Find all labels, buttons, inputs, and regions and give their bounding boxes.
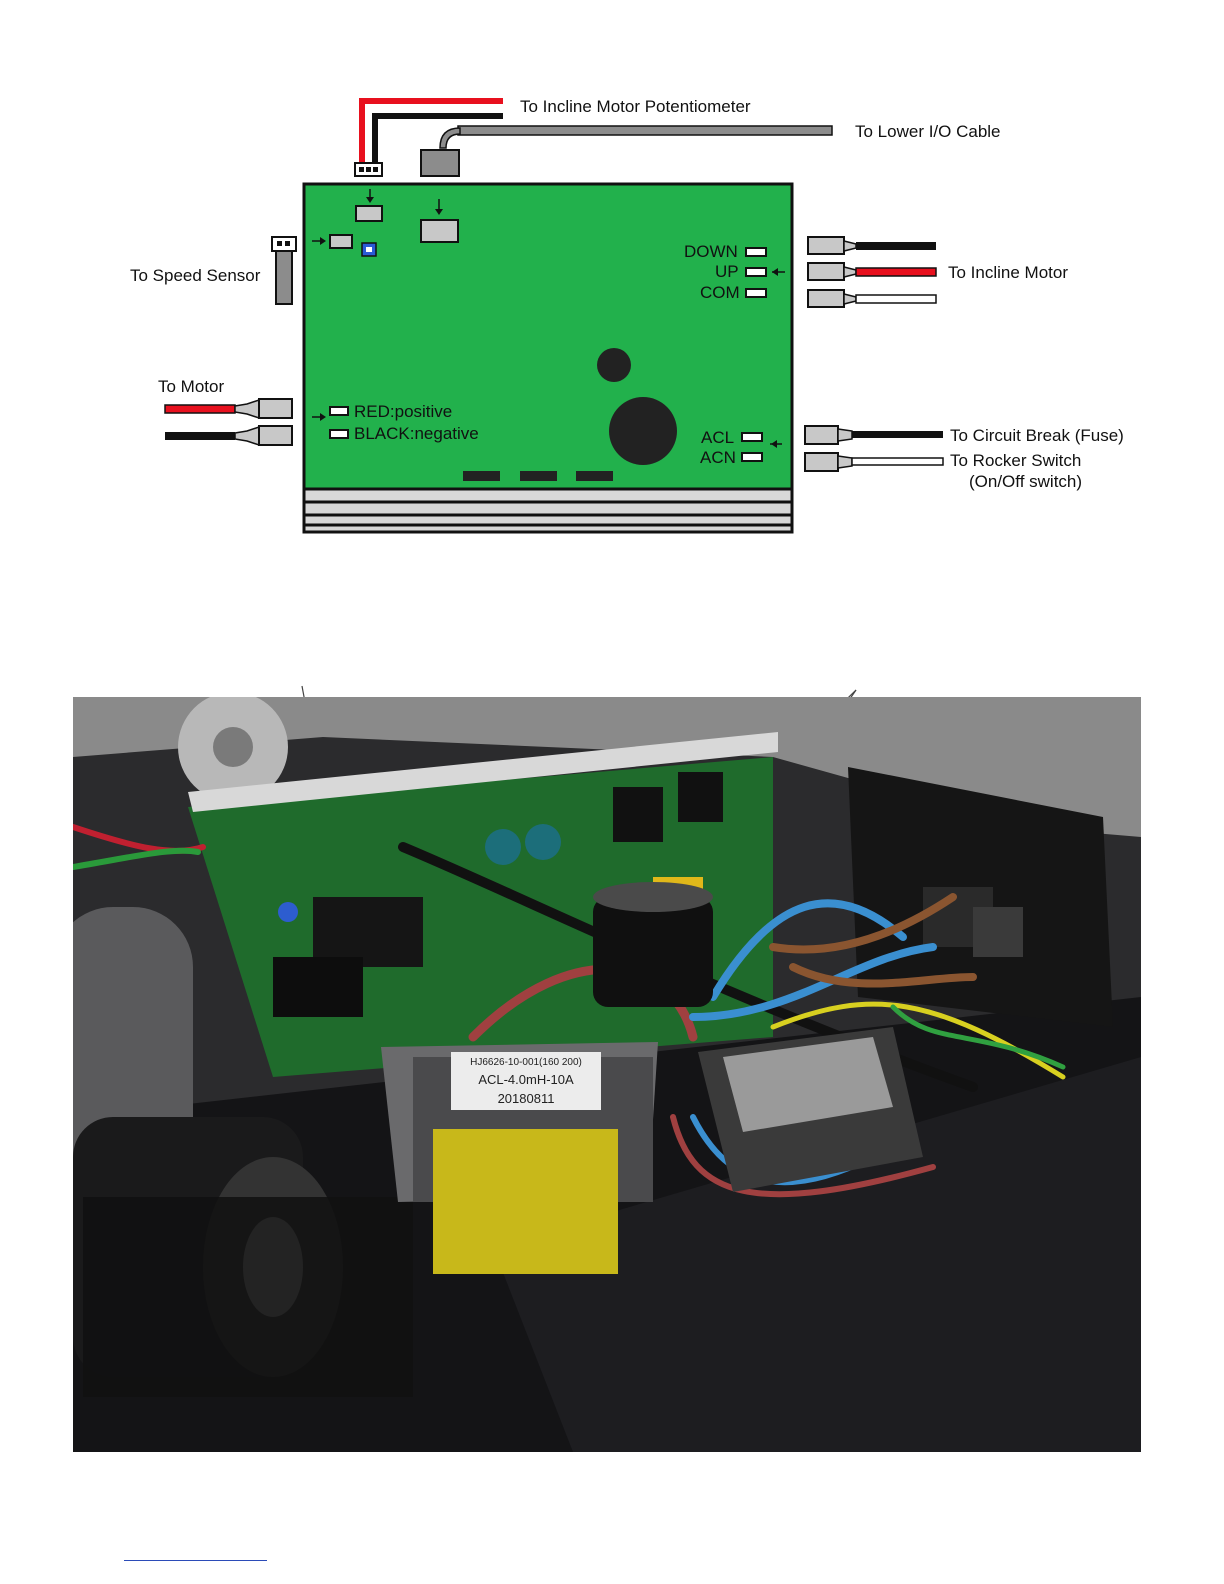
footer-link-underline[interactable] xyxy=(124,1548,267,1561)
pin-red: RED:positive xyxy=(354,402,452,421)
motor-connectors xyxy=(165,399,292,445)
pin-black: BLACK:negative xyxy=(354,424,479,443)
capacitor-icon xyxy=(593,882,713,1007)
label-incline-pot: To Incline Motor Potentiometer xyxy=(520,97,751,116)
label-rocker-switch-sub: (On/Off switch) xyxy=(969,472,1082,491)
label-lower-io: To Lower I/O Cable xyxy=(855,122,1001,141)
label-circuit-break: To Circuit Break (Fuse) xyxy=(950,426,1124,445)
inductor-label-line1: HJ6626-10-001(160 200) xyxy=(470,1057,582,1068)
capacitor-icon xyxy=(597,348,631,382)
label-incline-motor: To Incline Motor xyxy=(948,263,1068,282)
inductor-label-line2: ACL-4.0mH-10A xyxy=(478,1072,574,1087)
pin-down: DOWN xyxy=(684,242,738,261)
label-motor: To Motor xyxy=(158,377,224,396)
label-speed-sensor: To Speed Sensor xyxy=(130,266,261,285)
controller-photo: HJ6626-10-001(160 200) ACL-4.0mH-10A 201… xyxy=(73,697,1141,1452)
pin-up: UP xyxy=(715,262,739,281)
heat-sink xyxy=(304,489,792,532)
label-rocker-switch: To Rocker Switch xyxy=(950,451,1081,470)
pin-com: COM xyxy=(700,283,740,302)
wiring-diagram: To Incline Motor Potentiometer To Lower … xyxy=(0,0,1224,560)
incline-motor-connectors xyxy=(808,237,936,307)
capacitor-icon xyxy=(609,397,677,465)
pin-acl: ACL xyxy=(701,428,734,447)
lower-io-cable xyxy=(421,126,832,176)
ac-connectors xyxy=(805,426,943,471)
speed-sensor-connector xyxy=(272,237,296,304)
bottom-pads xyxy=(463,471,613,481)
pin-acn: ACN xyxy=(700,448,736,467)
inductor-label-line3: 20180811 xyxy=(498,1091,555,1106)
